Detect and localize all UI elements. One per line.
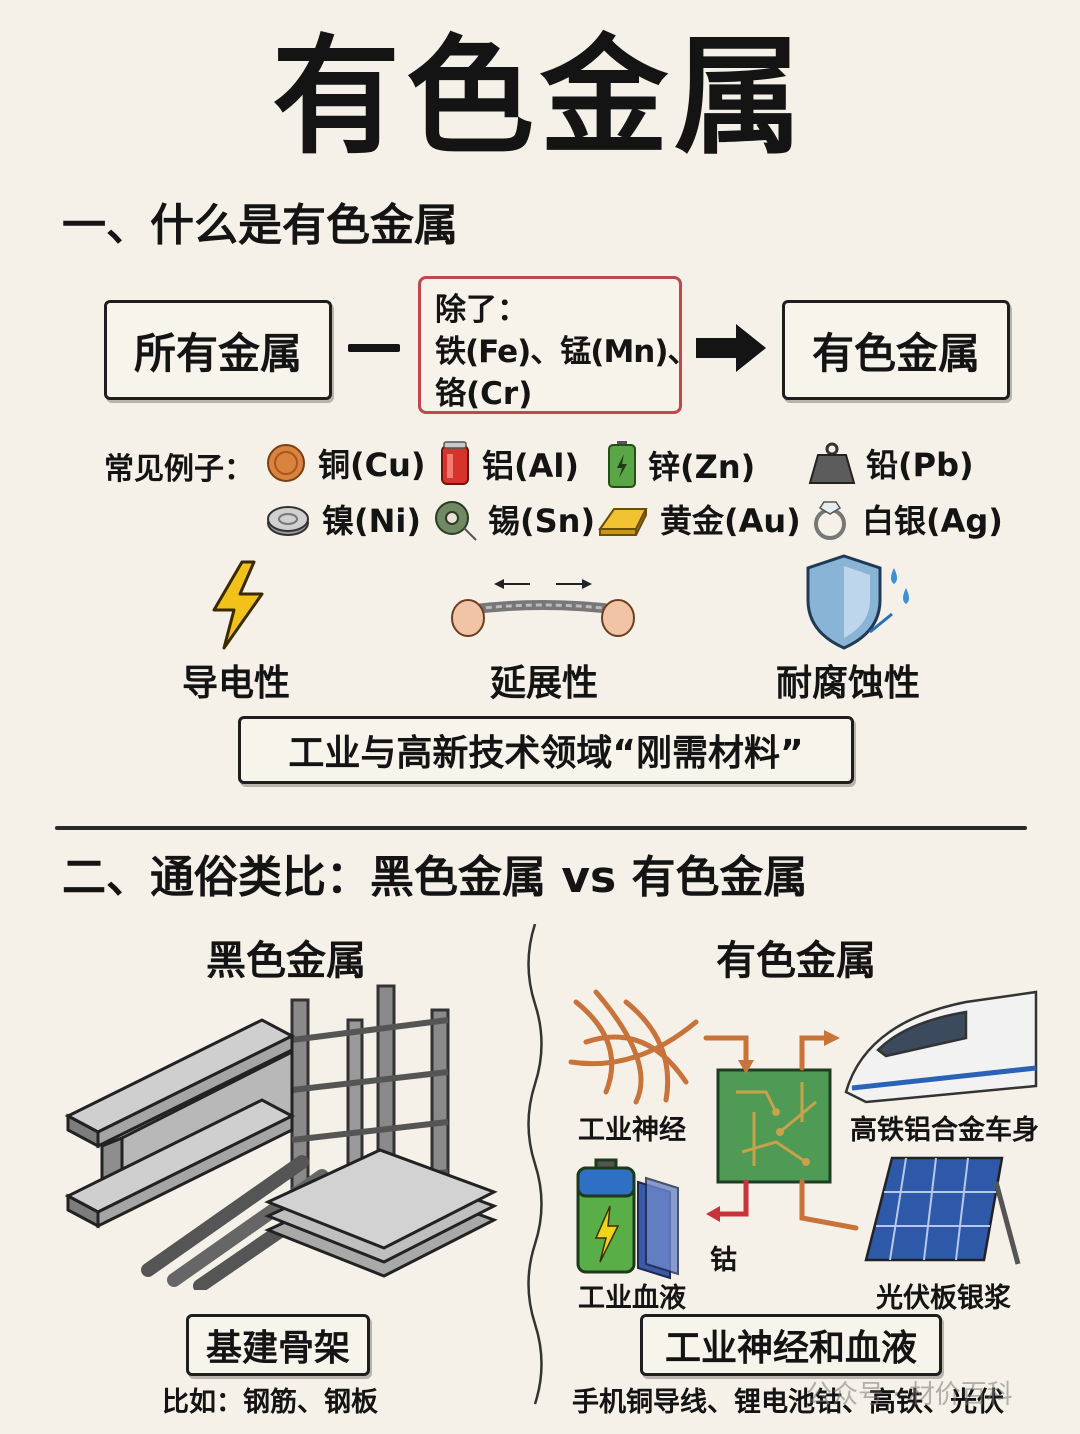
nonferrous-badge: 工业神经和血液 <box>640 1314 942 1376</box>
column-divider <box>527 924 543 1405</box>
watermark: 公众号 · 材价百科 <box>806 1380 1013 1410</box>
lead-weight-icon <box>808 442 856 484</box>
nonferrous-title: 有色金属 <box>716 938 876 984</box>
ferrous-example: 比如：钢筋、钢板 <box>162 1387 378 1418</box>
label-solar-silver-paste: 光伏板银浆 <box>876 1283 1011 1314</box>
ferrous-title: 黑色金属 <box>206 938 366 984</box>
shield-icon <box>806 554 909 650</box>
stretch-icon <box>451 579 635 637</box>
all-metals-box: 所有金属 <box>104 300 332 400</box>
example-aluminum: 铝(Al) <box>438 440 579 488</box>
except-line1: 铁(Fe)、锰(Mn)、 <box>435 334 699 370</box>
examples-label: 常见例子： <box>104 452 254 487</box>
aluminum-can-icon <box>441 441 469 485</box>
high-speed-train-icon <box>844 990 1038 1104</box>
example-tin: 锡(Sn) <box>432 496 595 542</box>
circuit-board-icon <box>716 1068 832 1184</box>
arrow-right-icon <box>696 324 766 372</box>
zinc-battery-icon <box>608 441 636 488</box>
example-lead: 铅(Pb) <box>808 440 974 486</box>
example-zinc: 锌(Zn) <box>606 440 755 490</box>
copper-coin-icon <box>267 444 305 482</box>
example-copper: 铜(Cu) <box>264 440 426 486</box>
property-corrosion-resistance: 耐腐蚀性 <box>775 663 920 704</box>
label-industrial-blood: 工业血液 <box>578 1283 686 1314</box>
minus-sign <box>348 344 400 352</box>
label-industrial-nerve: 工业神经 <box>578 1115 686 1146</box>
solar-panel-icon <box>864 1156 1021 1265</box>
steel-plates-icon <box>264 1148 498 1278</box>
tin-solder-icon <box>435 501 477 541</box>
section1-heading: 一、什么是有色金属 <box>62 200 458 251</box>
example-gold: 黄金(Au) <box>596 496 801 542</box>
nonferrous-example: 手机铜导线、锂电池钴、高铁、光伏 <box>572 1387 1004 1418</box>
summary-box: 工业与高新技术领域“刚需材料” <box>238 716 854 784</box>
except-box: 除了： 铁(Fe)、锰(Mn)、 铬(Cr) <box>418 276 699 414</box>
section-divider <box>55 826 1027 830</box>
example-nickel: 镍(Ni) <box>264 496 421 542</box>
steel-illustration <box>64 984 498 1290</box>
property-ductility: 延展性 <box>489 663 598 704</box>
cobalt-sheets-icon <box>637 1176 679 1280</box>
section2-heading: 二、通俗类比：黑色金属 vs 有色金属 <box>62 852 808 903</box>
label-train-body: 高铁铝合金车身 <box>850 1115 1039 1146</box>
nonferrous-result-box: 有色金属 <box>782 300 1010 400</box>
battery-icon <box>576 1158 636 1274</box>
ferrous-badge: 基建骨架 <box>186 1314 370 1376</box>
silver-ring-icon <box>814 501 846 540</box>
gold-bar-icon <box>598 508 648 536</box>
nonferrous-illustration <box>568 989 1038 1280</box>
lightning-icon <box>212 560 264 650</box>
copper-wire-icon <box>568 989 699 1105</box>
property-conductivity: 导电性 <box>181 663 290 704</box>
label-cobalt: 钴 <box>710 1245 737 1276</box>
example-silver: 白银(Ag) <box>808 496 1003 542</box>
except-line2: 铬(Cr) <box>435 376 533 412</box>
nickel-coin-icon <box>267 506 309 536</box>
page-title: 有色金属 <box>271 23 808 172</box>
i-beam-icon <box>64 1018 296 1229</box>
except-title: 除了： <box>435 292 528 328</box>
